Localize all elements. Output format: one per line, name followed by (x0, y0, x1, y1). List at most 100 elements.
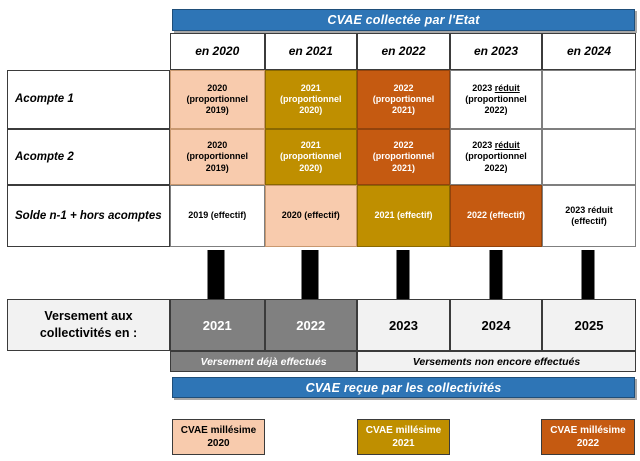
payment-year-label: 2025 (574, 317, 604, 333)
legend-line-1: CVAE millésime (365, 425, 442, 436)
cell-line-2: (proportionnel (465, 93, 527, 104)
cell-line-1: 2023 réduit (472, 82, 520, 93)
cell-line-2: (effectif) (571, 216, 607, 226)
cell-line-3: 2022) (484, 162, 508, 173)
cell-line-1: 2020 (207, 82, 228, 93)
column-header-label: en 2021 (288, 44, 333, 58)
bottom-row-label: Versement aux collectivités en : (7, 299, 170, 351)
row-label-1: Acompte 1 (7, 70, 170, 129)
column-header-en-2023: en 2023 (450, 33, 542, 70)
payment-year-2025: 2025 (542, 299, 636, 351)
legend-item-2020: CVAE millésime 2020 (172, 419, 265, 455)
cell-line-3: 2020) (299, 162, 323, 173)
row-label-text: Acompte 2 (15, 150, 74, 163)
payment-status-strip-2: Versements non encore effectués (357, 351, 636, 372)
payment-year-2022: 2022 (264, 299, 357, 351)
cell-line-1: 2020 (effectif) (281, 210, 340, 221)
cell-line-1: 2022 (393, 140, 414, 151)
cell-line-1: 2022 (effectif) (466, 210, 526, 221)
cell-line-3: 2021) (391, 105, 416, 116)
legend-line-2: 2022 (576, 438, 600, 449)
legend-item-2022: CVAE millésime 2022 (541, 419, 635, 455)
bottom-label-line-2: collectivités en : (39, 326, 138, 340)
cell-line-2: (proportionnel (186, 93, 249, 104)
cell-content: 2023 réduit(effectif) (565, 205, 613, 228)
cell-line-2: (proportionnel (372, 151, 435, 162)
payment-year-2021: 2021 (170, 299, 265, 351)
cell-content: 2020 (effectif) (282, 210, 340, 221)
payment-status-label: Versement déjà effectués (200, 355, 327, 368)
cell-line-1: 2022 (393, 82, 414, 93)
cell-content: 2021 (effectif) (374, 210, 432, 221)
payment-status-strip-1: Versement déjà effectués (170, 351, 357, 372)
cell-line-2: (proportionnel (280, 93, 342, 104)
table-cell-r3-c2: 2020 (effectif) (264, 185, 357, 247)
table-cell-r3-c3: 2021 (effectif) (357, 185, 450, 247)
column-header-label: en 2020 (195, 44, 240, 58)
bottom-label-line-1: Versement aux (44, 309, 133, 324)
cell-line-2: (proportionnel (186, 151, 249, 162)
cell-line-1: 2023 réduit (565, 204, 613, 215)
cell-line-1: 2021 (300, 140, 321, 151)
column-header-label: en 2023 (473, 44, 519, 58)
banner-bottom-label: CVAE reçue par les collectivités (305, 380, 502, 395)
underlined-word: réduit (494, 82, 520, 93)
legend-line-2: 2020 (207, 438, 230, 449)
table-cell-r2-c5 (542, 129, 636, 185)
cell-line-3: 2019) (205, 162, 229, 173)
row-label-2: Acompte 2 (7, 129, 170, 185)
payment-year-label: 2021 (202, 317, 232, 333)
banner-cvae-recue: CVAE reçue par les collectivités (172, 377, 635, 398)
row-label-text: Solde n-1 + hors acomptes (15, 209, 162, 222)
cell-line-2: (proportionnel (280, 151, 342, 162)
cell-line-3: 2020) (299, 105, 323, 116)
column-header-en-2024: en 2024 (542, 33, 636, 70)
table-cell-r3-c1: 2019 (effectif) (170, 185, 265, 247)
legend-line-1: CVAE millésime (550, 425, 626, 436)
payment-year-label: 2023 (389, 317, 418, 333)
table-cell-r3-c4: 2022 (effectif) (450, 185, 542, 247)
banner-cvae-collectee: CVAE collectée par l'Etat (172, 9, 635, 31)
cell-line-3: 2019) (205, 105, 229, 116)
cell-line-1: 2020 (207, 140, 228, 151)
payment-year-label: 2024 (481, 317, 511, 333)
cell-line-1: 2021 (effectif) (374, 210, 433, 221)
cell-content: 2022 (effectif) (467, 210, 525, 221)
cell-content: 2019 (effectif) (188, 210, 246, 221)
underlined-word: réduit (494, 140, 520, 151)
payment-year-2023: 2023 (357, 299, 450, 351)
legend-item-2021: CVAE millésime 2021 (357, 419, 450, 455)
column-header-en-2021: en 2021 (264, 33, 357, 70)
legend-line-1: CVAE millésime (180, 425, 257, 436)
column-header-en-2020: en 2020 (170, 33, 265, 70)
column-header-en-2022: en 2022 (357, 33, 450, 70)
cell-line-3: 2021) (391, 162, 416, 173)
column-header-label: en 2024 (566, 44, 612, 58)
cell-line-2: (proportionnel (372, 93, 435, 104)
column-header-label: en 2022 (381, 44, 426, 58)
payment-year-2024: 2024 (450, 299, 542, 351)
table-cell-r3-c5: 2023 réduit(effectif) (542, 185, 636, 247)
payment-status-label: Versements non encore effectués (412, 355, 581, 368)
payment-year-label: 2022 (296, 317, 326, 333)
table-cell-r1-c5 (542, 70, 636, 129)
cell-line-2: (proportionnel (465, 151, 527, 162)
legend-line-2: 2021 (392, 438, 415, 449)
cell-line-1: 2023 réduit (472, 140, 520, 151)
cell-line-1: 2019 (effectif) (188, 210, 247, 221)
